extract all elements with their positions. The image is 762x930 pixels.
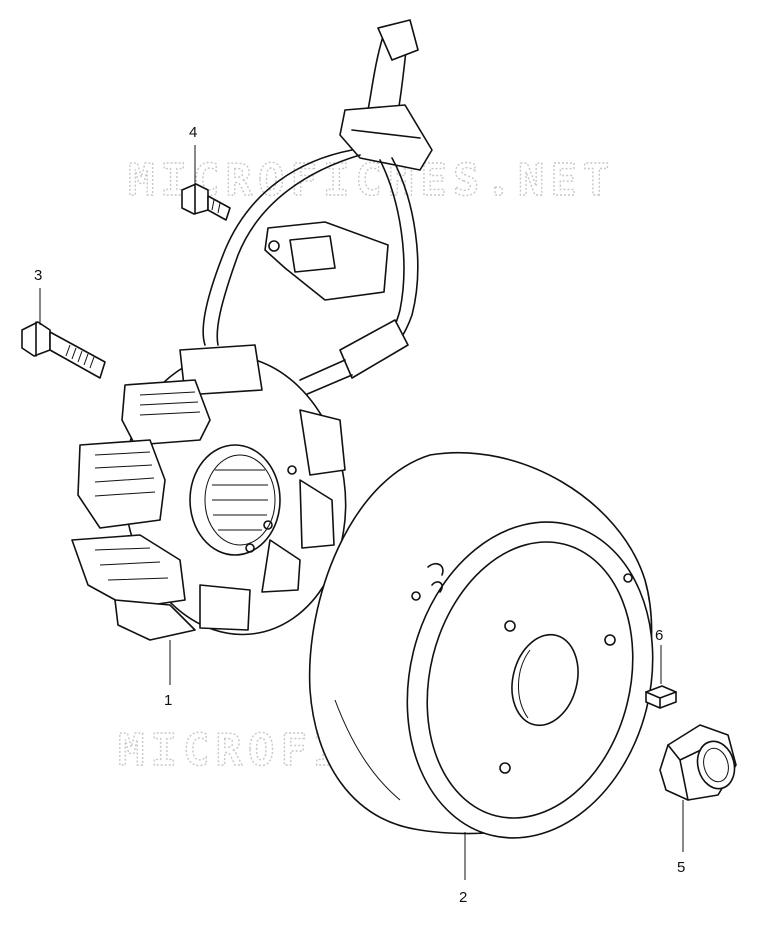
callout-label-4: 4 [189,124,197,141]
callout-label-5: 5 [677,859,685,876]
flywheel-nut [659,724,737,801]
callout-label-1: 1 [164,692,172,709]
flywheel-rotor [308,451,654,839]
bolt-short [181,183,231,221]
woodruff-key [645,685,677,709]
callout-label-3: 3 [34,267,42,284]
callout-label-6: 6 [655,627,663,644]
stator-assembly [71,19,433,641]
bolt-long [21,321,106,379]
callout-label-2: 2 [459,889,467,906]
